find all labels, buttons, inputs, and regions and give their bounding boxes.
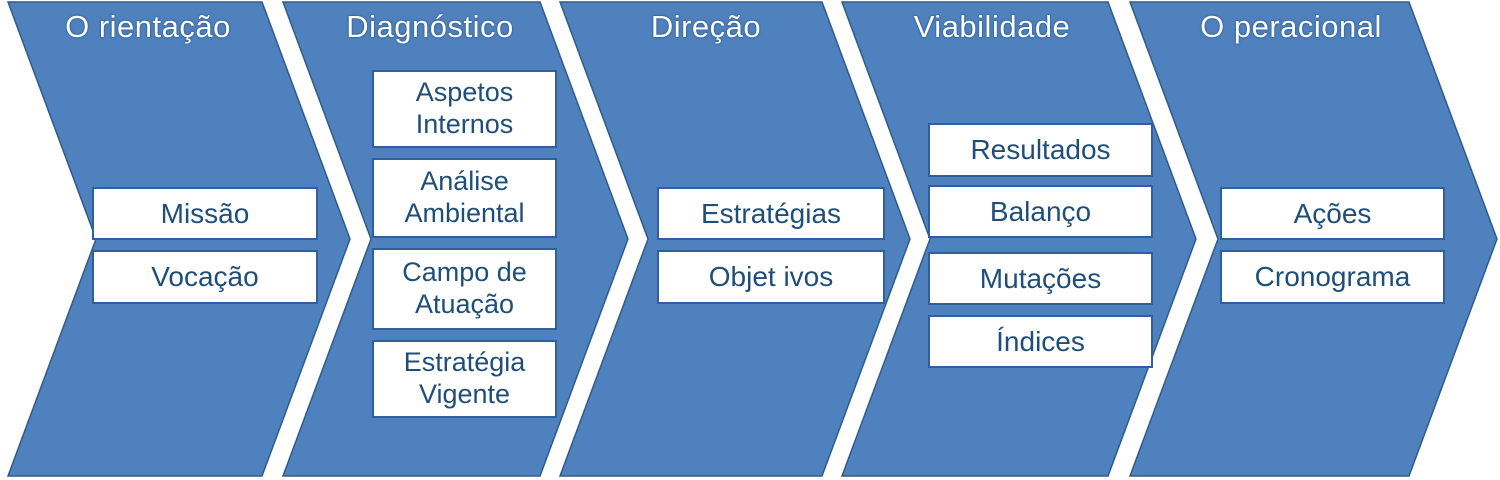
box-estrategia-vigente: Estratégia Vigente xyxy=(372,340,557,418)
box-estrategias: Estratégias xyxy=(657,187,885,240)
stage-title-direcao: Direção xyxy=(650,9,762,44)
box-vocacao: Vocação xyxy=(92,250,318,304)
box-objetivos: Objet ivos xyxy=(657,250,885,304)
box-aspetos-internos: Aspetos Internos xyxy=(372,70,557,148)
stage-title-diagnostico: Diagnóstico xyxy=(346,9,514,44)
stage-title-orientacao: O rientação xyxy=(65,9,231,44)
box-campo-de-atuacao: Campo de Atuação xyxy=(372,248,557,330)
box-indices: Índices xyxy=(928,315,1153,368)
box-resultados: Resultados xyxy=(928,123,1153,177)
stage-title-operacional: O peracional xyxy=(1200,9,1382,44)
box-balanco: Balanço xyxy=(928,185,1153,238)
box-acoes: Ações xyxy=(1220,187,1445,240)
box-mutacoes: Mutações xyxy=(928,252,1153,305)
box-cronograma: Cronograma xyxy=(1220,250,1445,304)
box-analise-ambiental: Análise Ambiental xyxy=(372,158,557,238)
stage-title-viabilidade: Viabilidade xyxy=(913,9,1071,44)
box-missao: Missão xyxy=(92,187,318,240)
